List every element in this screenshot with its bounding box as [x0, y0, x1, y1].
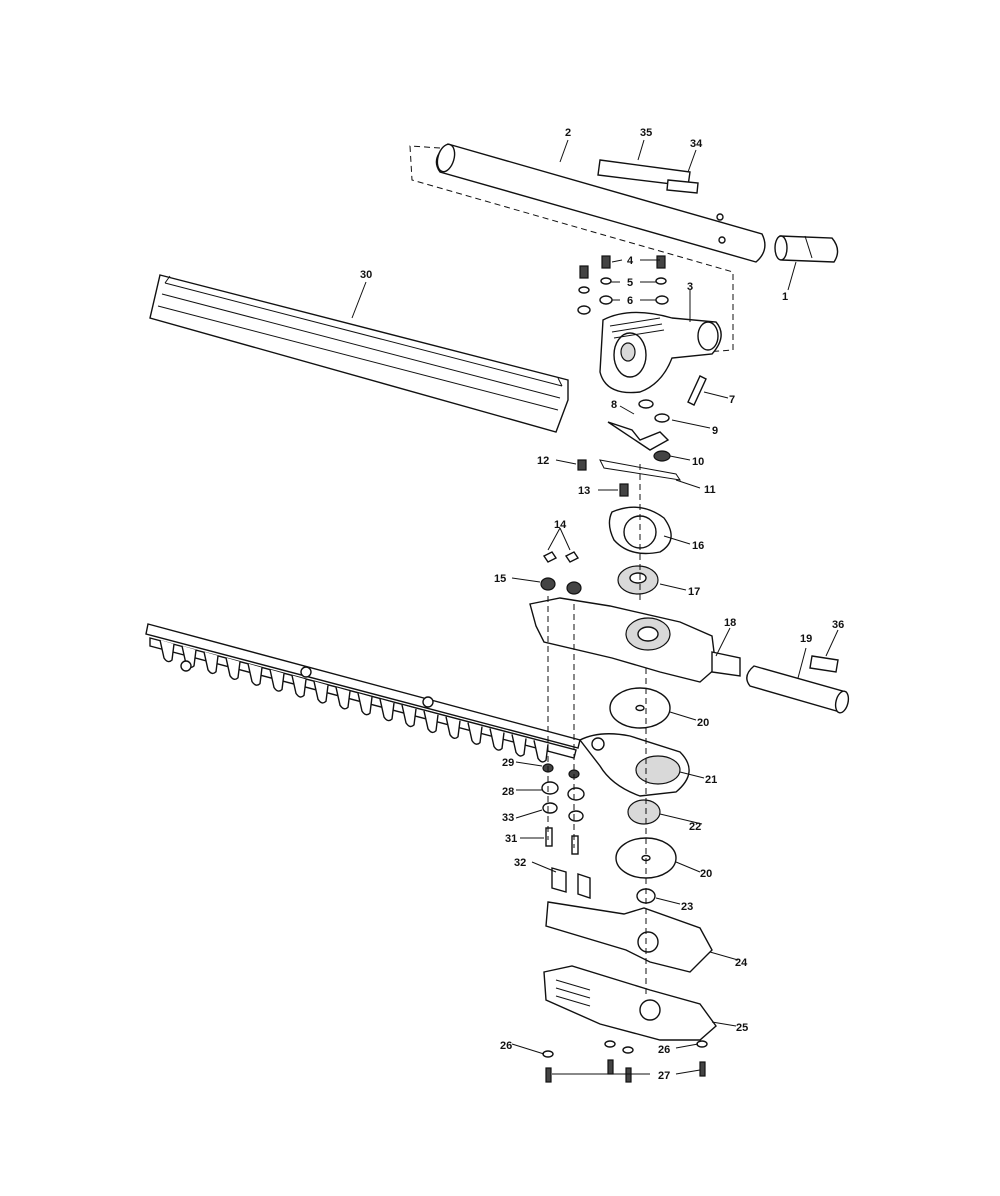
gasket [608, 506, 672, 555]
coupler [774, 235, 839, 263]
screws-12-13 [577, 459, 629, 497]
sleeve-36 [809, 655, 839, 673]
label-27: 27 [658, 1070, 670, 1082]
blade-tooth [467, 722, 483, 745]
label-19: 19 [800, 633, 812, 645]
blade-tooth [423, 710, 439, 734]
shaft-tube [409, 143, 766, 353]
cam-22 [627, 799, 661, 825]
spring-parts [599, 399, 682, 481]
blade-tooth [379, 698, 395, 722]
label-17: 17 [688, 586, 700, 598]
blade-tooth [247, 663, 263, 686]
blade-tooth [225, 657, 241, 680]
callout-labels: 1 2 3 4 5 6 7 8 9 10 11 12 13 14 15 16 1… [360, 127, 844, 1082]
hedge-blade [145, 623, 581, 763]
drive-tube [746, 665, 850, 714]
label-35: 35 [640, 127, 652, 139]
label-36: 36 [832, 619, 844, 631]
blade-guard [149, 274, 569, 433]
bolts-31 [545, 827, 579, 855]
lock-washers-5 [578, 277, 667, 294]
label-5: 5 [627, 277, 633, 289]
blade-tooth [335, 687, 351, 710]
blade-tooth [489, 728, 505, 751]
label-11: 11 [704, 484, 716, 496]
blade-tooth [533, 740, 549, 763]
label-25: 25 [736, 1022, 748, 1034]
label-13: 13 [578, 485, 590, 497]
bracket-32 [551, 867, 591, 899]
blade-tooth [357, 692, 373, 716]
spacers-29-28-33 [541, 763, 585, 822]
label-32: 32 [514, 857, 526, 869]
assembly-axes [547, 464, 647, 998]
blade-teeth [159, 639, 549, 763]
label-4: 4 [627, 255, 634, 267]
blade-tooth [269, 669, 285, 692]
gear-case-top [599, 311, 722, 394]
washers-6 [577, 295, 669, 315]
blade-tooth [291, 675, 307, 698]
label-12: 12 [537, 455, 549, 467]
label-26a: 26 [500, 1040, 512, 1052]
label-1: 1 [782, 291, 788, 303]
label-15: 15 [494, 573, 506, 585]
cover-plate-24 [545, 901, 713, 973]
label-21: 21 [705, 774, 717, 786]
clip [666, 179, 699, 194]
label-20a: 20 [697, 717, 709, 729]
disc-20-upper [609, 687, 671, 729]
label-7: 7 [729, 394, 735, 406]
lower-housing-25 [543, 965, 717, 1041]
label-10: 10 [692, 456, 704, 468]
blade-tooth [445, 716, 461, 739]
blade-tooth [401, 704, 417, 728]
label-31: 31 [505, 833, 517, 845]
label-20b: 20 [700, 868, 712, 880]
label-29: 29 [502, 757, 514, 769]
label-2: 2 [565, 127, 571, 139]
label-9: 9 [712, 425, 718, 437]
label-8: 8 [611, 399, 617, 411]
screws-4 [579, 255, 666, 279]
label-33: 33 [502, 812, 514, 824]
label-23: 23 [681, 901, 693, 913]
blade-tooth [313, 681, 329, 704]
bevel-gear [617, 565, 659, 595]
label-26b: 26 [658, 1044, 670, 1056]
bolt-7 [687, 375, 707, 406]
label-34: 34 [690, 138, 703, 150]
leader-lines [351, 139, 839, 1075]
label-22: 22 [689, 821, 701, 833]
label-14: 14 [554, 519, 567, 531]
label-30: 30 [360, 269, 372, 281]
screws-26-27 [542, 1040, 708, 1083]
blade-tooth [159, 639, 175, 663]
label-18: 18 [724, 617, 736, 629]
label-28: 28 [502, 786, 514, 798]
label-6: 6 [627, 295, 633, 307]
nuts-14-15 [540, 551, 582, 595]
label-24: 24 [735, 957, 748, 969]
label-3: 3 [687, 281, 693, 293]
connecting-arm [578, 733, 690, 797]
blade-tooth [203, 651, 219, 675]
gear-housing [529, 597, 741, 683]
label-16: 16 [692, 540, 704, 552]
blade-tooth [511, 734, 527, 757]
